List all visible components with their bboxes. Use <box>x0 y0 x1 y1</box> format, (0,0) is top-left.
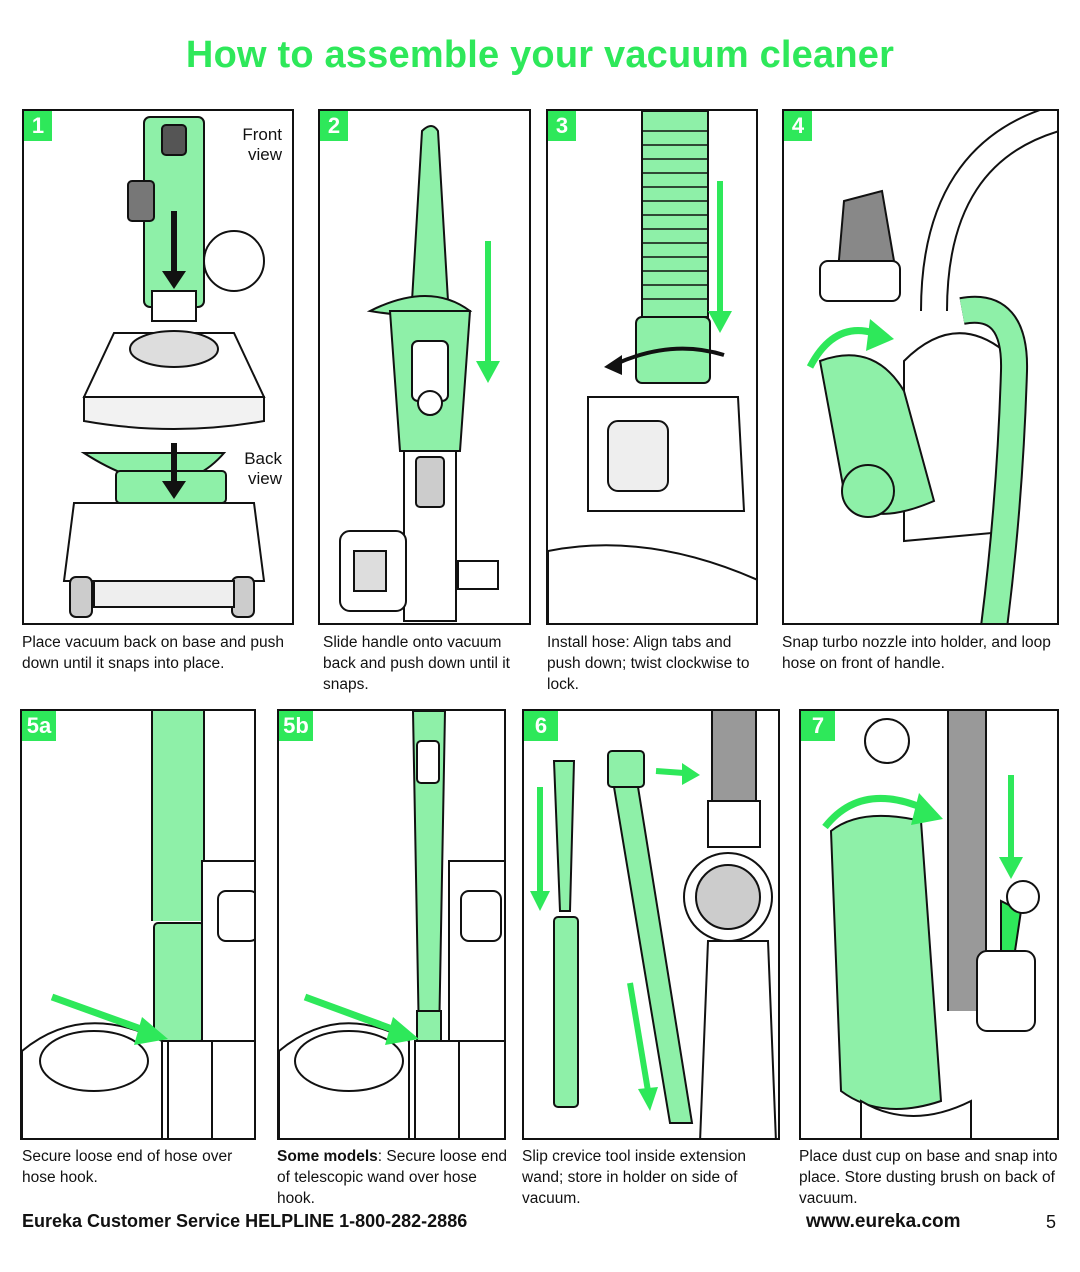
step-5a-badge: 5a <box>22 711 56 741</box>
step-1-caption: Place vacuum back on base and push down … <box>22 634 284 672</box>
step-4-badge: 4 <box>784 111 812 141</box>
step-7-panel: 7 <box>799 709 1059 1140</box>
back-view-label: Back view <box>244 449 282 488</box>
step-3-caption: Install hose: Align tabs and push down; … <box>547 634 750 693</box>
step-6-panel: 6 <box>522 709 780 1140</box>
step-2-illustration <box>339 125 500 622</box>
step-6-illustration <box>530 711 777 1138</box>
step-5b-illustration <box>279 711 504 1138</box>
step-7-badge: 7 <box>801 711 835 741</box>
website-link[interactable]: www.eureka.com <box>806 1211 961 1232</box>
step-5b-caption: Some models: Secure loose end of telesco… <box>277 1146 509 1209</box>
front-view-label: Front view <box>242 125 282 164</box>
step-2-panel: 2 <box>318 109 531 625</box>
step-4-illustration <box>806 111 1057 623</box>
step-7-caption: Place dust cup on base and snap into pla… <box>799 1148 1058 1207</box>
step-6-badge: 6 <box>524 711 558 741</box>
step-3-illustration <box>548 111 756 623</box>
step-2-badge: 2 <box>320 111 348 141</box>
step-5a-caption: Secure loose end of hose over hose hook. <box>22 1148 233 1186</box>
step-4-caption: Snap turbo nozzle into holder, and loop … <box>782 634 1051 672</box>
step-5b-panel: 5b <box>277 709 506 1140</box>
step-7-illustration <box>822 711 1040 1138</box>
step-1-illustration <box>24 116 292 618</box>
step-5a-illustration <box>22 711 254 1138</box>
helpline-text: Eureka Customer Service HELPLINE 1-800-2… <box>22 1211 468 1231</box>
step-3-panel: 3 <box>546 109 758 625</box>
step-1-panel: 1 Front view Back view <box>22 109 294 625</box>
step-5b-caption-text: : Secure loose end of telescopic wand ov… <box>277 1148 508 1207</box>
step-6-caption: Slip crevice tool inside extension wand;… <box>522 1148 747 1207</box>
step-2-caption: Slide handle onto vacuum back and push d… <box>323 634 510 693</box>
step-5b-badge: 5b <box>279 711 313 741</box>
page-number: 5 <box>1046 1212 1057 1232</box>
step-4-panel: 4 <box>782 109 1059 625</box>
step-5a-panel: 5a <box>20 709 256 1140</box>
page-title: How to assemble your vacuum cleaner <box>185 34 895 76</box>
step-1-badge: 1 <box>24 111 52 141</box>
step-5b-caption-bold: Some models <box>277 1148 378 1165</box>
step-3-badge: 3 <box>548 111 576 141</box>
